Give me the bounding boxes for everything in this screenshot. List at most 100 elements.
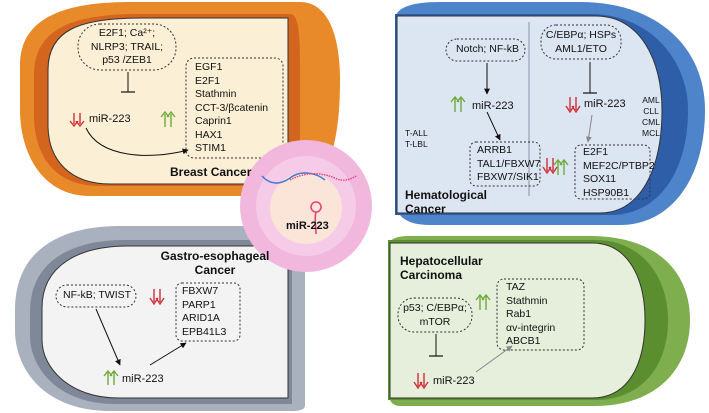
gastro-target: PARP1 [182,298,216,311]
breast-target: CCT-3/βcatenin [195,101,269,114]
hema-right-target: HSP90B1 [583,186,630,199]
breast-up-arrow-icon [160,110,176,127]
breast-target: E2F1 [195,74,221,87]
hema-right-type: CLL [643,106,659,116]
breast-regulator-box [77,23,177,71]
gastro-target: ARID1A [182,312,220,324]
breast-regulators: E2F1; Ca²⁺; NLRP3; TRAIL; p53 /ZEB1 [78,27,176,68]
hema-left-target: ARRB1 [477,144,513,156]
breast-regulator-line-2: NLRP3; TRAIL; [90,40,164,53]
hema-left-type: T-ALL [405,128,428,138]
hema-right-arrow-targets [585,114,593,143]
hema-left-targets: ARRB1 TAL1/FBXW7 FBXW7/SIK1 [477,144,540,185]
hcc-regulators: p53; C/EBPα; mTOR [398,302,472,329]
hema-right-targets: E2F1 MEF2C/PTBP2 SOX11 HSP90B1 [583,146,655,200]
hcc-regulator-line-1: p53; C/EBPα; [403,302,467,314]
hema-left-type: T-LBL [405,139,428,149]
center-inner-disc [270,172,342,244]
hcc-target: αv-integrin [506,321,556,334]
hairpin-icon [310,201,322,235]
breast-target: EGF1 [195,61,223,73]
hema-left-mir-label: miR-223 [472,100,514,112]
hema-left-types: T-ALL T-LBL [405,128,428,150]
hcc-target: ABCB1 [506,335,541,347]
hcc-panel [388,236,690,406]
hcc-title-line-2: Carcinoma [400,268,463,282]
gastro-targets: FBXW7 PARP1 ARID1A EPB41L3 [182,285,226,339]
hema-right-target: SOX11 [583,173,617,185]
hema-right-types: AML CLL CML MCL [636,95,666,139]
hema-left-up-arrow-icon [450,95,466,112]
gastro-up-arrow-icon [103,369,119,385]
hema-right-target-box [574,144,651,200]
gastro-arrow-to-mir [95,308,121,366]
breast-regulator-line-1: E2F1; Ca²⁺; [98,27,156,39]
gastro-target: EPB41L3 [182,325,227,338]
gastro-title-line-1: Gastro-esophageal [160,249,270,263]
hema-right-down-arrow-icon [565,97,581,114]
hema-panel [395,2,705,225]
hema-left-target-box [469,141,541,187]
hema-left-arrow-targets [486,111,501,141]
breast-target: STIM1 [195,142,226,154]
hema-right-type: MCL [642,128,660,138]
hema-right-regulator-line-1: C/EBPα; HSPs [545,29,617,41]
hcc-target: Stathmin [506,294,548,307]
gastro-mir-label: miR-223 [122,373,164,385]
breast-targets: EGF1 E2F1 Stathmin CCT-3/βcatenin Caprin… [195,61,268,156]
hcc-down-arrow-icon [413,373,429,390]
hema-right-up-arrow-icon [553,158,569,175]
hema-right-target: E2F1 [583,146,609,158]
hcc-regulator-line-2: mTOR [419,315,451,328]
hcc-target: TAZ [506,281,526,293]
breast-mir-label: miR-223 [89,113,131,125]
hema-right-type: CML [642,117,660,127]
gastro-target: FBXW7 [182,285,219,297]
hcc-arrow-to-targets [475,345,513,373]
gastro-target-box [175,282,241,342]
hema-title-line-1: Hematological [405,188,488,202]
breast-title: Breast Cancer [170,165,252,179]
breast-target-box [185,57,284,159]
center-hub [240,140,372,272]
hcc-targets: TAZ Stathmin Rab1 αv-integrin ABCB1 [506,281,555,349]
hema-left-regulator-box [445,38,526,62]
hema-left-target: FBXW7/SIK1 [477,171,539,183]
center-mir-label: miR-223 [286,220,329,232]
gastro-arrow-to-targets [149,342,187,366]
hema-title: Hematological Cancer [405,188,487,216]
hcc-target-box [496,278,585,351]
hcc-title-line-1: Hepatocellular [400,254,483,268]
hema-right-type: AML [642,95,660,105]
hcc-target: Rab1 [506,308,532,320]
breast-target: Stathmin [195,88,237,100]
hema-left-down-arrow-icon [542,158,558,175]
breast-down-arrow-icon [69,113,85,128]
hema-left-target: TAL1/FBXW7 [477,157,541,170]
hema-title-line-2: Cancer [405,202,446,216]
breast-panel [20,2,340,196]
gastro-regulator-box [55,284,137,308]
hema-right-mir-label: miR-223 [584,98,626,110]
gastro-inner-shape [41,245,289,399]
hcc-mir-label: miR-223 [433,375,475,387]
breast-activation-arrow [85,127,189,156]
rna-blue-strand-icon [261,172,326,184]
breast-regulator-line-3: p53 /ZEB1 [102,54,152,66]
hema-right-regulators: C/EBPα; HSPs AML1/ETO [541,29,621,56]
hcc-inner-shape [389,242,646,399]
breast-target: HAX1 [195,128,223,141]
gastro-down-arrow-icon [149,289,165,306]
breast-inner-shape [47,17,289,185]
hcc-regulator-box [397,297,473,333]
gastro-panel [15,226,305,411]
hema-left-regulators: Notch; NF-kB [456,43,520,55]
hema-right-regulator-box [540,24,622,60]
gastro-title: Gastro-esophageal Cancer [145,249,285,277]
hema-right-target: MEF2C/PTBP2 [583,159,655,172]
breast-target: Caprin1 [195,115,232,127]
hcc-up-arrow-icon [475,293,491,310]
gastro-regulators: NF-kB; TWIST [63,289,132,301]
